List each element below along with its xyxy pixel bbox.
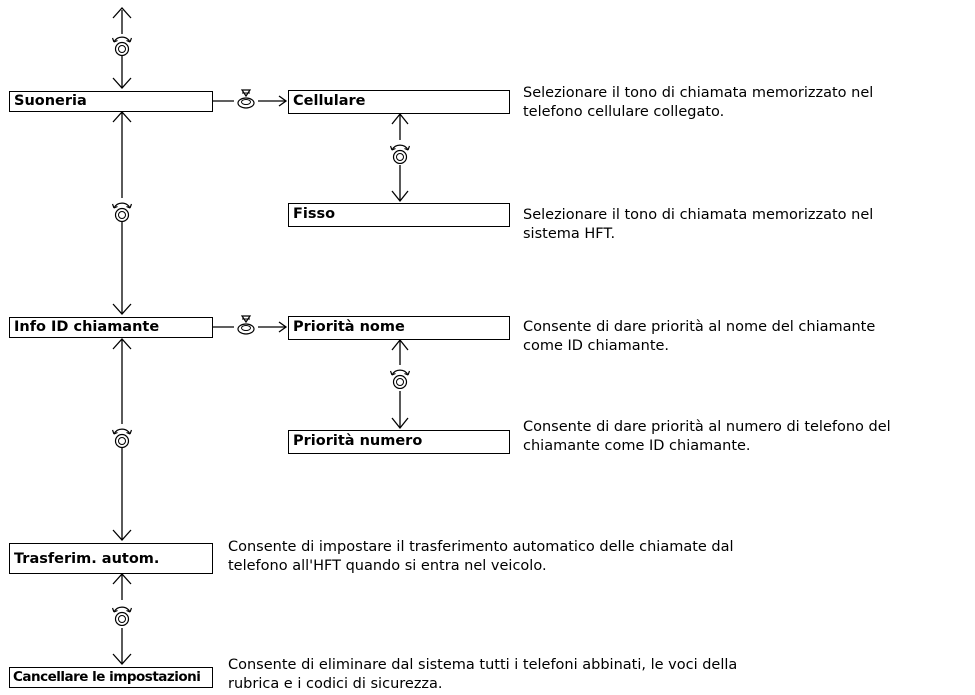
description-cellulare: Selezionare il tono di chiamata memorizz… xyxy=(523,84,873,122)
description-trasferim-autom: Consente di impostare il trasferimento a… xyxy=(228,538,734,576)
menu-item-info-id-chiamante: Info ID chiamante xyxy=(9,317,213,338)
description-line: telefono all'HFT quando si entra nel vei… xyxy=(228,558,547,574)
submenu-connectors xyxy=(213,95,288,333)
description-line: Selezionare il tono di chiamata memorizz… xyxy=(523,85,874,101)
option-cellulare: Cellulare xyxy=(288,90,510,114)
option-priorita-nome: Priorità nome xyxy=(288,316,510,340)
description-line: chiamante come ID chiamante. xyxy=(523,438,751,454)
suboption-lines xyxy=(391,112,409,430)
description-line: Consente di dare priorità al numero di t… xyxy=(523,419,891,435)
left-flow-lines xyxy=(112,7,132,665)
description-line: Selezionare il tono di chiamata memorizz… xyxy=(523,207,874,223)
option-fisso: Fisso xyxy=(288,203,510,227)
option-priorita-numero: Priorità numero xyxy=(288,430,510,454)
description-priorita-numero: Consente di dare priorità al numero di t… xyxy=(523,418,891,456)
description-line: rubrica e i codici di sicurezza. xyxy=(228,676,443,692)
press-knob-icons xyxy=(237,89,255,335)
description-line: Consente di impostare il trasferimento a… xyxy=(228,539,734,555)
description-line: Consente di dare priorità al nome del ch… xyxy=(523,319,876,335)
description-line: Consente di eliminare dal sistema tutti … xyxy=(228,657,738,673)
description-fisso: Selezionare il tono di chiamata memorizz… xyxy=(523,206,873,244)
description-line: telefono cellulare collegato. xyxy=(523,104,725,120)
menu-item-cancellare-impostazioni: Cancellare le impostazioni xyxy=(9,667,213,688)
description-cancellare-impostazioni: Consente di eliminare dal sistema tutti … xyxy=(228,656,737,694)
menu-item-suoneria: Suoneria xyxy=(9,91,213,112)
description-priorita-nome: Consente di dare priorità al nome del ch… xyxy=(523,318,875,356)
description-line: sistema HFT. xyxy=(523,226,616,242)
description-line: come ID chiamante. xyxy=(523,338,670,354)
menu-item-trasferim-autom: Trasferim. autom. xyxy=(9,543,213,574)
